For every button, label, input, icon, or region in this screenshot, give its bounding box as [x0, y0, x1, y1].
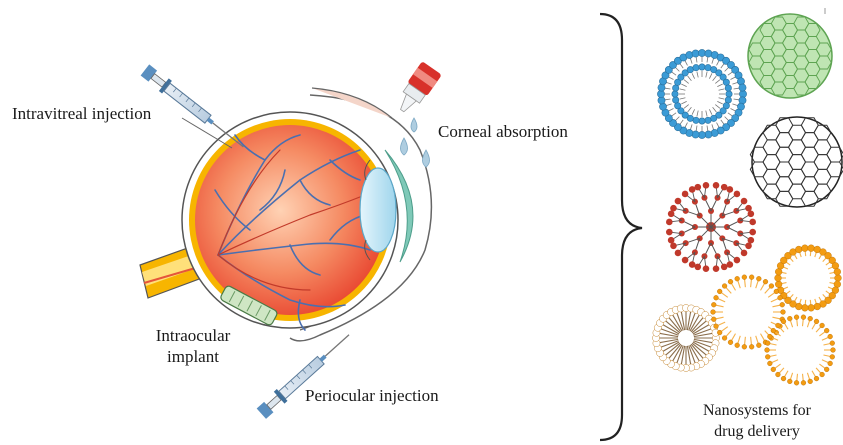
white-fullerene-icon: [750, 117, 843, 207]
dendrimer-icon: [666, 182, 756, 272]
intraocular-implant-label: Intraocular implant: [148, 325, 238, 367]
orange-micelle-icon: [775, 245, 842, 311]
liposome-icon: [657, 49, 746, 138]
intraocular-implant-label-line1: Intraocular: [148, 325, 238, 346]
nanosystems-label-line1: Nanosystems for: [682, 400, 832, 421]
nanosystems-label-line2: drug delivery: [682, 421, 832, 442]
syringe-icon: [256, 329, 354, 420]
eye-drop-bottle-icon: [392, 61, 441, 117]
intraocular-implant-label-line2: implant: [148, 346, 238, 367]
orange-micelle-icon: [765, 315, 836, 385]
nanosystems-label: Nanosystems for drug delivery: [682, 400, 832, 442]
leader-line: [182, 118, 232, 148]
periocular-injection-label: Periocular injection: [305, 386, 439, 406]
intravitreal-injection-label: Intravitreal injection: [12, 104, 151, 124]
corneal-absorption-label: Corneal absorption: [438, 122, 568, 142]
green-fullerene-icon: [748, 14, 832, 98]
brown-micelle-icon: [652, 304, 719, 371]
curly-bracket: [600, 14, 642, 440]
